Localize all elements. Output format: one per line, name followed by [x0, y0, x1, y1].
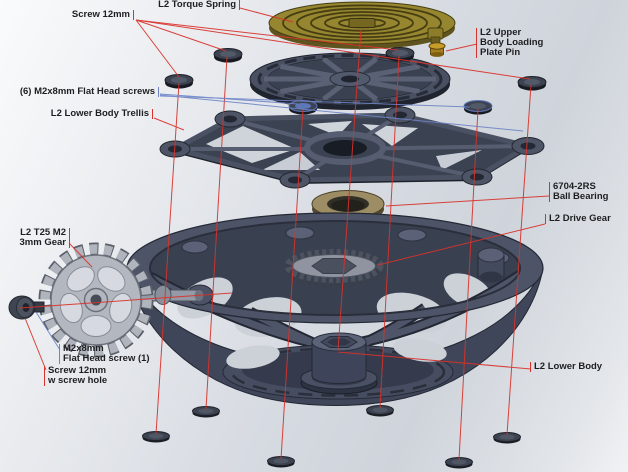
leader-tick: [476, 28, 477, 58]
leader-tick: [239, 0, 240, 10]
label-upper-body-loading-plate-pin: L2 Upper Body Loading Plate Pin: [476, 28, 543, 58]
leader-tick: [152, 109, 153, 119]
leader-tick: [44, 366, 45, 386]
leader-tick: [545, 214, 546, 224]
leader-tick: [549, 182, 550, 202]
label-drive-gear: L2 Drive Gear: [545, 214, 611, 224]
blue-leader-lines: [35, 93, 524, 351]
leader-tick: [158, 87, 159, 97]
drive-gear-part: [284, 249, 384, 287]
upper-body-loading-plate-part: [249, 52, 451, 110]
label-lower-body: L2 Lower Body: [530, 362, 602, 372]
t25-gear-part: [38, 242, 154, 358]
screw-heads-12mm: [164, 47, 547, 91]
leader-tick: [133, 10, 134, 20]
label-screw-12mm-w-hole: Screw 12mm w screw hole: [44, 366, 107, 386]
label-screw-12mm: Screw 12mm: [72, 10, 134, 20]
trellis-corner-bosses: [159, 106, 545, 189]
red-leader-lines: [19, 7, 550, 461]
lower-body-part: [126, 212, 544, 406]
label-ball-bearing: 6704-2RS Ball Bearing: [549, 182, 608, 202]
lower-body-trellis-part: [159, 106, 545, 189]
label-torque-spring: L2 Torque Spring: [158, 0, 240, 10]
leader-tick: [59, 344, 60, 364]
center-hub: [300, 332, 378, 395]
label-t25-gear: L2 T25 M2 3mm Gear: [20, 228, 70, 248]
leader-tick: [69, 228, 70, 248]
loading-plate-pin-part: [428, 42, 446, 57]
label-flat-head-screw-1: M2x8mm Flat Head screw (1): [59, 344, 150, 364]
label-flat-head-screws: (6) M2x8mm Flat Head screws: [20, 87, 159, 97]
leader-tick: [530, 362, 531, 372]
bottom-screw-washers: [142, 405, 521, 469]
torque-spring-part: [268, 1, 456, 49]
label-lower-body-trellis: L2 Lower Body Trellis: [51, 109, 153, 119]
